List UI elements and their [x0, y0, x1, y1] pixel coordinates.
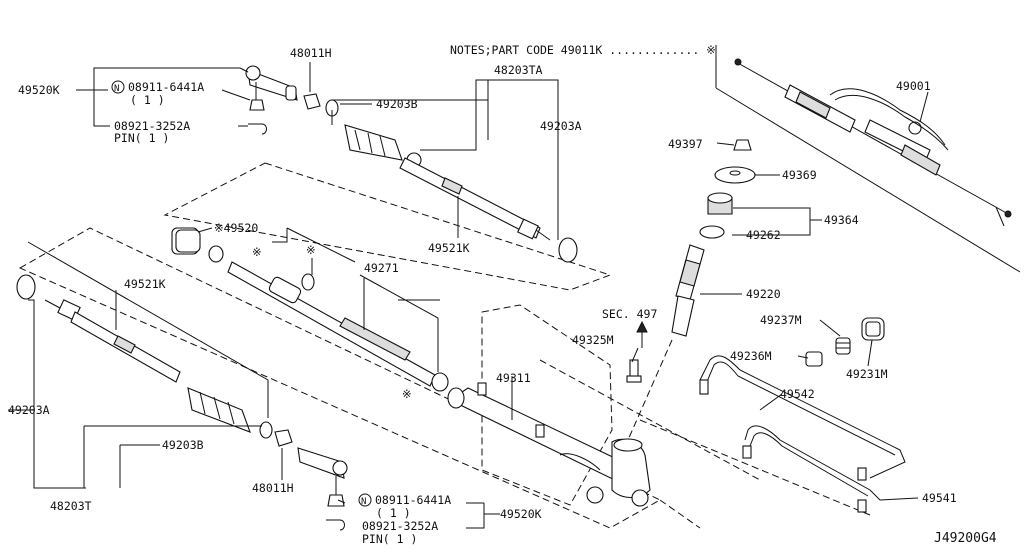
complete-gear-assembly-icon [734, 58, 1012, 227]
label-48203TA: 48203TA [494, 63, 543, 77]
label-49203B-top: 49203B [376, 97, 418, 111]
tie-rod-inner-region-left [18, 227, 662, 529]
adjuster-49231M-icon [861, 317, 885, 341]
spring-49237M-icon [835, 337, 851, 355]
nut-48011H-bottom-icon [274, 429, 293, 447]
inset-border-diag [715, 87, 1021, 273]
gear-housing-49311-icon [447, 382, 651, 507]
pipe-49542-icon [699, 355, 906, 479]
label-pin-bottom: PIN( 1 ) [362, 532, 417, 546]
star-marker-1: ※ [252, 245, 262, 259]
label-49521K-left: 49521K [124, 277, 166, 291]
seal-49262-icon [699, 225, 725, 239]
inner-tie-rod-top-icon [399, 157, 551, 241]
label-49541: 49541 [922, 491, 957, 505]
n-marker-top: N [114, 84, 119, 94]
diagram-code: J49200G4 [934, 531, 997, 546]
label-08911-top: 08911-6441A [128, 80, 204, 94]
leader-lines [8, 62, 929, 529]
guide-line-2 [639, 419, 871, 516]
pinion-49220-icon [671, 244, 705, 337]
label-49364: 49364 [824, 213, 859, 227]
label-08921-bottom: 08921-3252A [362, 519, 438, 533]
n-marker-top-icon [111, 80, 125, 94]
inner-tie-rod-left-icon [44, 299, 181, 383]
bushing-49520-icon [171, 227, 224, 263]
gear-housing-region [481, 304, 613, 506]
label-pin-top: PIN( 1 ) [114, 131, 169, 145]
label-49397: 49397 [668, 137, 703, 151]
boot-left-icon [187, 387, 273, 439]
tie-rod-end-bottom-icon [297, 447, 348, 507]
washer-49369-icon [714, 166, 756, 184]
clamp-49203A-top-icon [558, 237, 578, 263]
label-49542: 49542 [780, 387, 815, 401]
label-48011H-bottom: 48011H [252, 481, 294, 495]
label-49237M: 49237M [760, 313, 802, 327]
label-49220: 49220 [746, 287, 781, 301]
sec-497-arrow-icon [636, 320, 648, 348]
label-49311: 49311 [496, 371, 531, 385]
guide-line-3 [659, 499, 701, 529]
label-49325M: 49325M [572, 333, 614, 347]
guide-line-1 [539, 359, 761, 481]
label-49262: 49262 [746, 228, 781, 242]
tie-rod-end-top-icon [245, 65, 298, 111]
cotter-pin-top-icon [248, 123, 267, 135]
n-marker-bottom-icon [358, 493, 372, 507]
label-49203A-top: 49203A [540, 119, 582, 133]
plug-49236M-icon [805, 351, 823, 367]
boot-top-icon [344, 124, 422, 168]
label-49271: 49271 [364, 261, 399, 275]
cotter-pin-bottom-icon [326, 519, 345, 531]
star-marker-2: ※ [306, 243, 316, 257]
label-49521K-top: 49521K [428, 241, 470, 255]
label-49520: ※49520 [214, 221, 258, 235]
label-08921-top: 08921-3252A [114, 119, 190, 133]
label-49520K-top: 49520K [18, 83, 60, 97]
nut-48011H-top-icon [303, 93, 321, 110]
bearing-49364-icon [707, 192, 733, 215]
label-48203T: 48203T [50, 499, 92, 513]
rack-49271-icon [227, 261, 449, 392]
label-08911-bottom-qty: ( 1 ) [376, 506, 411, 520]
label-49369: 49369 [782, 168, 817, 182]
label-08911-top-qty: ( 1 ) [130, 93, 165, 107]
notes-text: NOTES;PART CODE 49011K ............. ※ [450, 43, 716, 57]
star-marker-3: ※ [402, 387, 412, 401]
label-49231M: 49231M [846, 367, 888, 381]
label-49203A-left: 49203A [8, 403, 50, 417]
label-48011H-top: 48011H [290, 46, 332, 60]
n-marker-bottom: N [361, 497, 366, 507]
pinion-axis-line [627, 339, 673, 441]
label-49520K-bottom: 49520K [500, 507, 542, 521]
label-08911-bottom: 08911-6441A [375, 493, 451, 507]
pipe-49541-icon [742, 425, 881, 513]
clamp-49203A-left-icon [16, 274, 36, 300]
nut-49397-icon [733, 139, 752, 151]
bolt-49325M-icon [626, 359, 642, 383]
label-49236M: 49236M [730, 349, 772, 363]
label-sec-497: SEC. 497 [602, 307, 657, 321]
label-49001: 49001 [896, 79, 931, 93]
label-49203B-bottom: 49203B [162, 438, 204, 452]
